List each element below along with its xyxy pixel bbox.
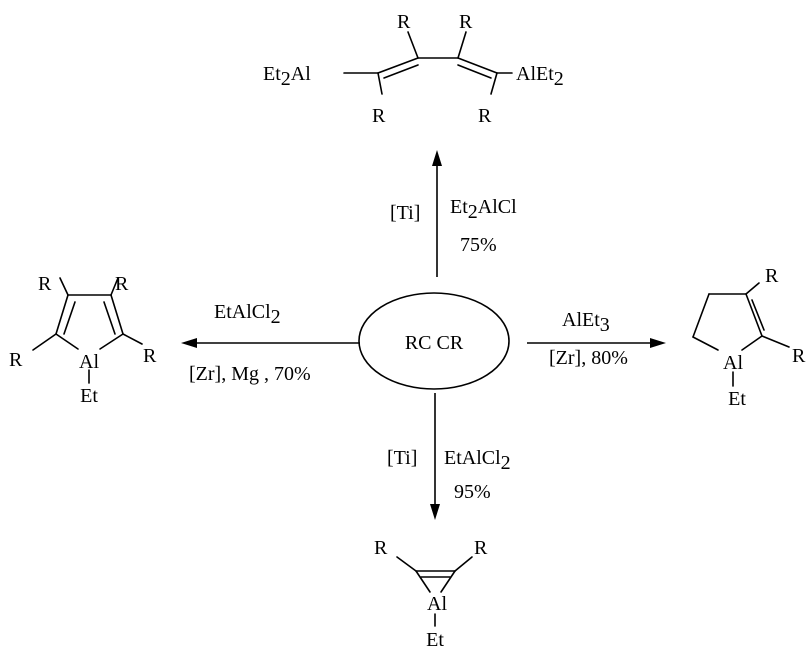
bottom-r1: R <box>374 537 388 559</box>
left-product: R R R R Al Et <box>9 273 157 407</box>
bottom-catalyst: [Ti] <box>387 447 417 469</box>
left-r4: R <box>143 345 157 367</box>
arrow-right <box>527 338 666 348</box>
arrow-left <box>181 338 360 348</box>
top-left-al-group: Et2Al <box>263 63 311 90</box>
top-right-al-group: AlEt2 <box>516 63 564 90</box>
right-reagent: AlEt3 <box>562 309 610 336</box>
bottom-yield: 95% <box>454 481 491 503</box>
left-r2: R <box>115 273 129 295</box>
bottom-al: Al <box>427 593 447 615</box>
top-r2: R <box>459 11 473 33</box>
top-catalyst: [Ti] <box>390 202 420 224</box>
left-al: Al <box>79 351 99 373</box>
top-reagent: Et2AlCl <box>450 196 517 223</box>
left-r3: R <box>9 349 23 371</box>
center-ellipse <box>358 292 510 390</box>
center-label: RC CR <box>405 332 464 354</box>
top-r4: R <box>478 105 492 127</box>
top-r3: R <box>372 105 386 127</box>
bottom-et: Et <box>426 629 444 651</box>
right-al: Al <box>723 352 743 374</box>
top-yield: 75% <box>460 234 497 256</box>
right-r1: R <box>765 265 779 287</box>
bottom-reagent: EtAlCl2 <box>444 447 511 474</box>
right-et: Et <box>728 388 746 410</box>
right-product: R R Al Et <box>692 265 806 410</box>
arrow-up <box>432 150 442 277</box>
bottom-product: R R Al Et <box>374 537 488 651</box>
right-r2: R <box>792 345 806 367</box>
left-reagent: EtAlCl2 <box>214 301 281 328</box>
top-r1: R <box>397 11 411 33</box>
right-conditions: [Zr], 80% <box>549 347 628 369</box>
left-conditions: [Zr], Mg , 70% <box>189 363 311 385</box>
arrow-down <box>430 393 440 520</box>
bottom-r2: R <box>474 537 488 559</box>
top-product: Et2Al AlEt2 R R R R <box>263 11 564 127</box>
left-r1: R <box>38 273 52 295</box>
left-et: Et <box>80 385 98 407</box>
